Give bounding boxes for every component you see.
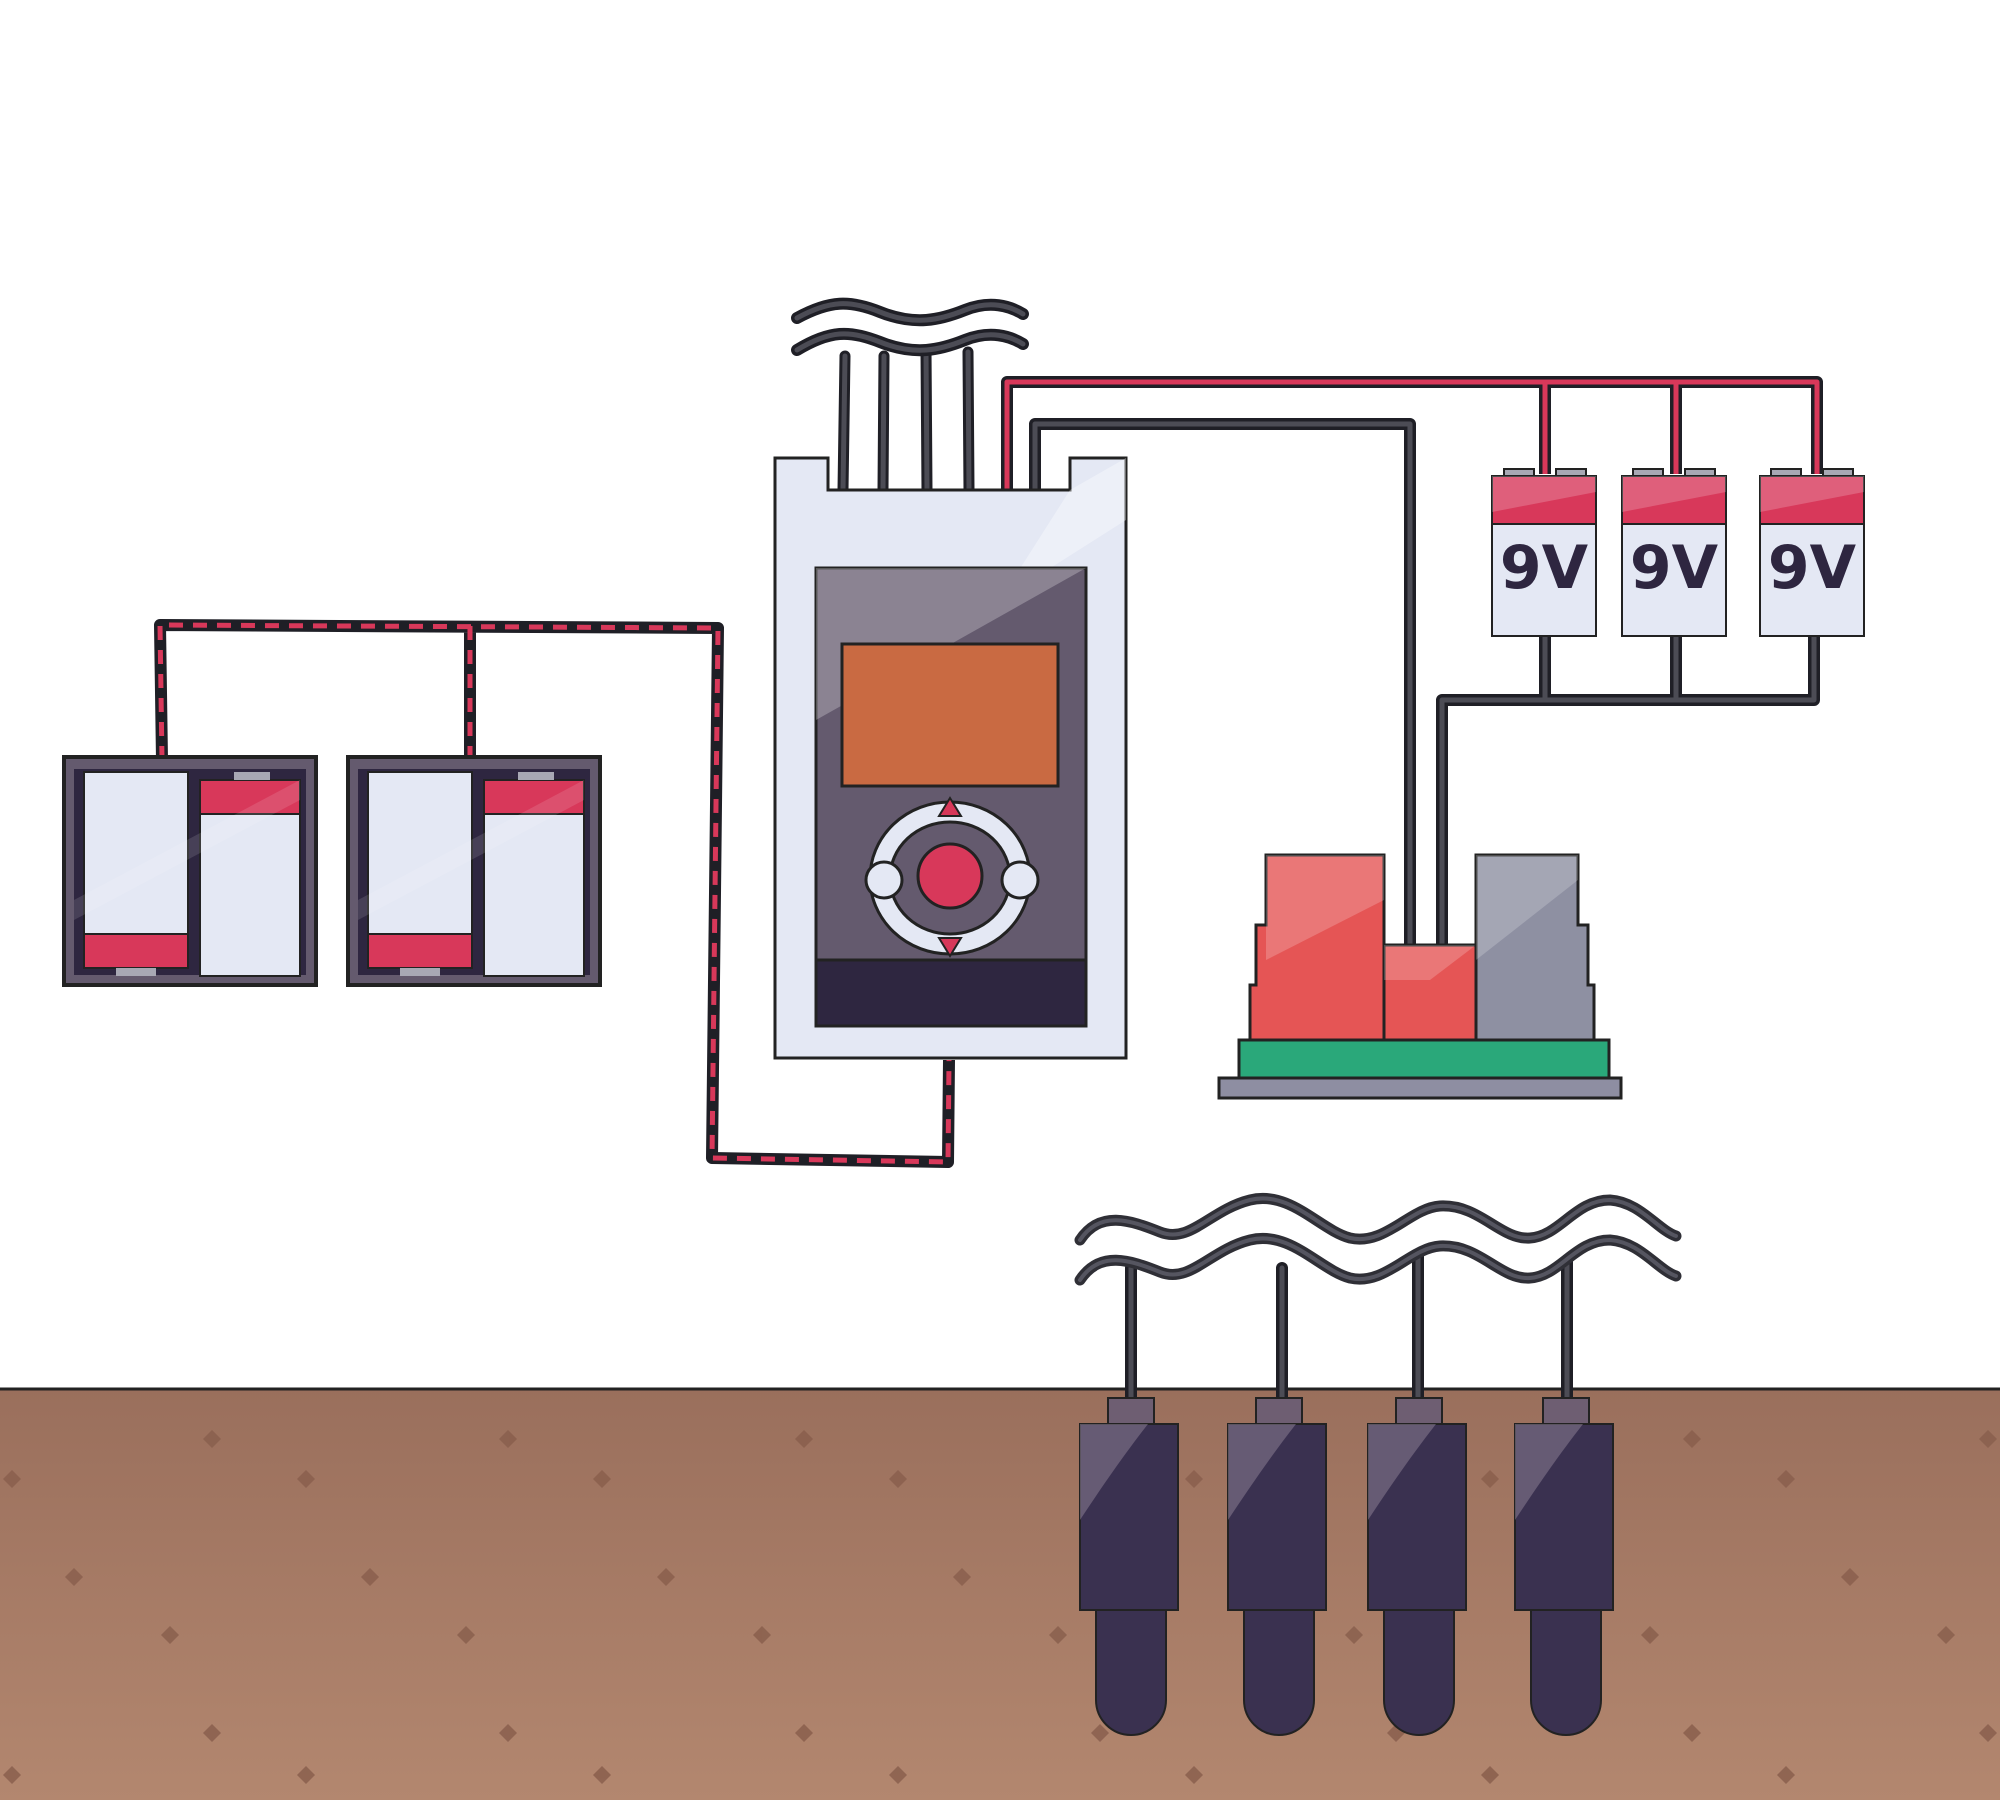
relay-board-base [1217,1076,1623,1100]
relay-board-pcb [1237,1038,1611,1080]
battery-9v-label: 9V [1500,533,1589,603]
battery-9v-icon: 9V 9V 9V [1491,468,1865,637]
battery-holder-right [346,755,602,987]
wire-break-icon [791,297,1029,357]
soil-sensor-3 [1367,1397,1467,1736]
soil-ground [0,1387,2000,1800]
battery-holder-left [62,755,318,987]
controller-base [814,958,1088,1028]
wire-controller-relay [1029,418,1416,948]
battery-9v-label: 9V [1768,533,1857,603]
battery-9v-1: 9V [1491,468,1597,637]
sensor-wire-bundle [1074,1192,1682,1404]
soil-sensor-4 [1514,1397,1614,1736]
controller-dpad[interactable] [864,796,1040,958]
controller-top-wire-bundle [791,297,1029,496]
battery-holder-icon [62,755,602,987]
wire-9v-positive [1001,376,1823,490]
relay-board-icon [1217,853,1623,1100]
soil-sensor-icon [1079,1397,1614,1736]
wire-battery-pack-twisted [154,619,955,1168]
wire-9v-negative [1436,634,1820,948]
controller-right-button[interactable] [1000,860,1040,900]
battery-9v-3: 9V [1759,468,1865,637]
battery-9v-label: 9V [1630,533,1719,603]
soil-sensor-2 [1227,1397,1327,1736]
controller-screen [840,642,1060,788]
controller-center-button[interactable] [916,842,984,910]
soil-sensor-1 [1079,1397,1179,1736]
wire-break-icon [1074,1192,1682,1286]
controller-icon [773,456,1128,1060]
controller-left-button[interactable] [864,860,904,900]
battery-9v-2: 9V [1621,468,1727,637]
